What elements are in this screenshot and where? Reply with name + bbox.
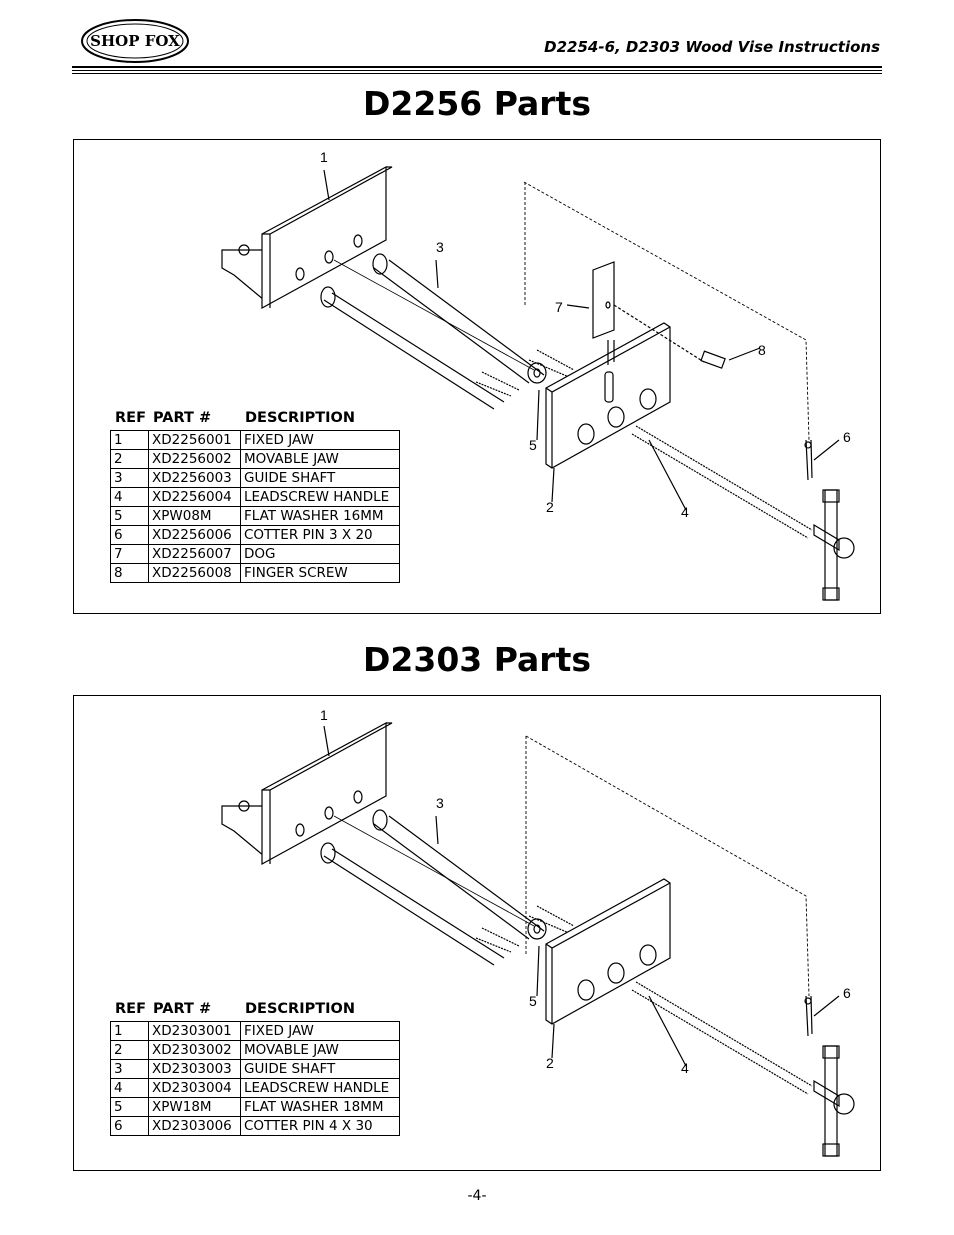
description-cell: COTTER PIN 3 X 20 bbox=[240, 525, 400, 545]
header-rule bbox=[72, 70, 882, 71]
ref-cell: 1 bbox=[110, 430, 149, 450]
part-number-cell: XD2256004 bbox=[148, 487, 241, 507]
ref-cell: 7 bbox=[110, 544, 149, 564]
part-number-cell: XD2303006 bbox=[148, 1116, 241, 1136]
callout-label: 6 bbox=[843, 985, 851, 1001]
description-cell: LEADSCREW HANDLE bbox=[240, 1078, 400, 1098]
ref-cell: 5 bbox=[110, 506, 149, 526]
header-rule bbox=[72, 66, 882, 68]
parts-table-header: REF PART # DESCRIPTION bbox=[110, 1001, 400, 1021]
description-cell: GUIDE SHAFT bbox=[240, 1059, 400, 1079]
callout-label: 2 bbox=[546, 1055, 554, 1071]
ref-cell: 4 bbox=[110, 1078, 149, 1098]
part-number-cell: XD2303002 bbox=[148, 1040, 241, 1060]
callout-label: 4 bbox=[681, 1060, 689, 1076]
ref-cell: 1 bbox=[110, 1021, 149, 1041]
callout-label: 5 bbox=[529, 993, 537, 1009]
header-part: PART # bbox=[153, 410, 212, 426]
header-description: DESCRIPTION bbox=[245, 1001, 355, 1017]
callout-label: 2 bbox=[546, 499, 554, 515]
header-ref: REF bbox=[115, 1001, 146, 1017]
callout-label: 5 bbox=[529, 437, 537, 453]
part-number-cell: XPW18M bbox=[148, 1097, 241, 1117]
ref-cell: 8 bbox=[110, 563, 149, 583]
parts-table-header: REF PART # DESCRIPTION bbox=[110, 410, 400, 430]
part-number-cell: XD2256003 bbox=[148, 468, 241, 488]
header-ref: REF bbox=[115, 410, 146, 426]
shop-fox-logo: SHOP FOX bbox=[81, 19, 189, 63]
callout-label: 8 bbox=[758, 342, 766, 358]
description-cell: FIXED JAW bbox=[240, 1021, 400, 1041]
description-cell: GUIDE SHAFT bbox=[240, 468, 400, 488]
header-rule bbox=[72, 73, 882, 74]
description-cell: MOVABLE JAW bbox=[240, 449, 400, 469]
part-number-cell: XD2256001 bbox=[148, 430, 241, 450]
section-title-d2303: D2303 Parts bbox=[363, 640, 591, 679]
part-number-cell: XD2303004 bbox=[148, 1078, 241, 1098]
description-cell: FIXED JAW bbox=[240, 430, 400, 450]
part-number-cell: XD2256002 bbox=[148, 449, 241, 469]
page-number: -4- bbox=[467, 1188, 487, 1204]
header-part: PART # bbox=[153, 1001, 212, 1017]
description-cell: FINGER SCREW bbox=[240, 563, 400, 583]
ref-cell: 2 bbox=[110, 1040, 149, 1060]
description-cell: DOG bbox=[240, 544, 400, 564]
description-cell: MOVABLE JAW bbox=[240, 1040, 400, 1060]
callout-label: 3 bbox=[436, 795, 444, 811]
ref-cell: 3 bbox=[110, 1059, 149, 1079]
logo-text: SHOP FOX bbox=[90, 32, 180, 50]
ref-cell: 3 bbox=[110, 468, 149, 488]
parts-diagram-d2303: 1 3 6 5 2 4 bbox=[221, 707, 855, 1157]
description-cell: FLAT WASHER 18MM bbox=[240, 1097, 400, 1117]
parts-diagram-d2256: 1 3 7 8 6 5 2 4 bbox=[221, 149, 855, 601]
description-cell: COTTER PIN 4 X 30 bbox=[240, 1116, 400, 1136]
callout-label: 1 bbox=[320, 149, 328, 165]
ref-cell: 5 bbox=[110, 1097, 149, 1117]
document-title: D2254-6, D2303 Wood Vise Instructions bbox=[544, 38, 880, 56]
ref-cell: 4 bbox=[110, 487, 149, 507]
part-number-cell: XD2256007 bbox=[148, 544, 241, 564]
part-number-cell: XD2256008 bbox=[148, 563, 241, 583]
callout-label: 1 bbox=[320, 707, 328, 723]
part-number-cell: XD2303003 bbox=[148, 1059, 241, 1079]
ref-cell: 6 bbox=[110, 1116, 149, 1136]
part-number-cell: XPW08M bbox=[148, 506, 241, 526]
callout-label: 7 bbox=[555, 299, 563, 315]
description-cell: LEADSCREW HANDLE bbox=[240, 487, 400, 507]
parts-panel-d2256: 1 3 7 8 6 5 2 4 REF PART # DESCRIPTION 1… bbox=[73, 139, 881, 614]
description-cell: FLAT WASHER 16MM bbox=[240, 506, 400, 526]
ref-cell: 6 bbox=[110, 525, 149, 545]
header-description: DESCRIPTION bbox=[245, 410, 355, 426]
part-number-cell: XD2303001 bbox=[148, 1021, 241, 1041]
section-title-d2256: D2256 Parts bbox=[363, 84, 591, 123]
callout-label: 4 bbox=[681, 504, 689, 520]
callout-label: 6 bbox=[843, 429, 851, 445]
ref-cell: 2 bbox=[110, 449, 149, 469]
part-number-cell: XD2256006 bbox=[148, 525, 241, 545]
callout-label: 3 bbox=[436, 239, 444, 255]
